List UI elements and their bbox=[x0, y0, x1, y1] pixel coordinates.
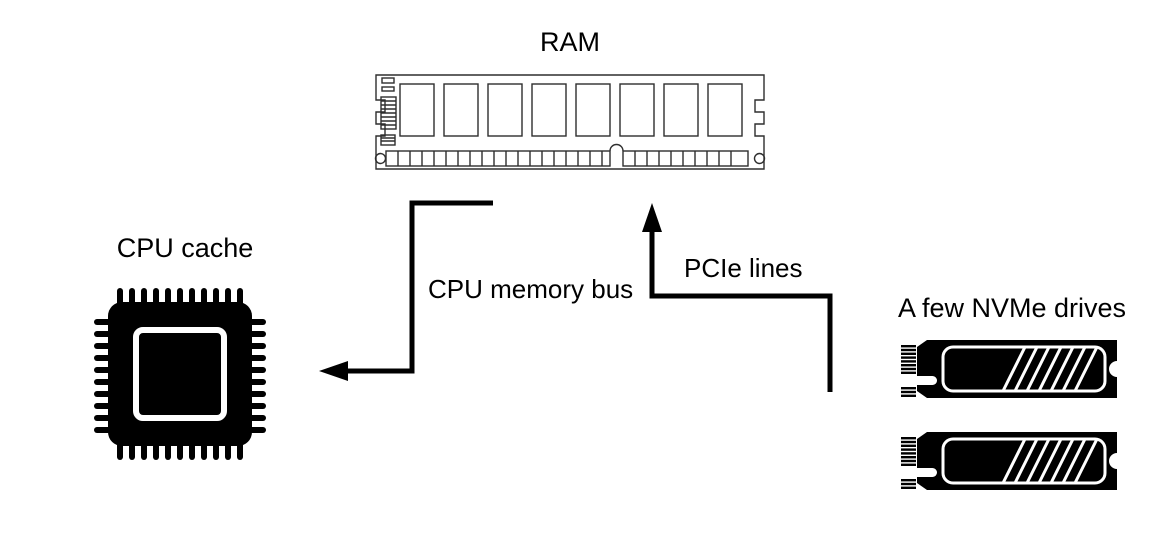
ram-label: RAM bbox=[540, 27, 600, 57]
arrowhead-left-icon bbox=[319, 361, 348, 381]
pcie-lines-arrow bbox=[642, 203, 833, 392]
nvme-drives-label: A few NVMe drives bbox=[897, 293, 1127, 323]
cpu-chip-icon bbox=[94, 288, 266, 460]
cpu-cache-label: CPU cache bbox=[116, 233, 254, 263]
cpu-memory-bus-label: CPU memory bus bbox=[428, 274, 634, 304]
nvme-drive-icon bbox=[901, 340, 1117, 398]
arrowhead-up-icon bbox=[642, 203, 662, 232]
nvme-drive-icon bbox=[901, 432, 1117, 490]
ram-stick-icon bbox=[374, 74, 766, 170]
pcie-lines-label: PCIe lines bbox=[684, 253, 803, 283]
